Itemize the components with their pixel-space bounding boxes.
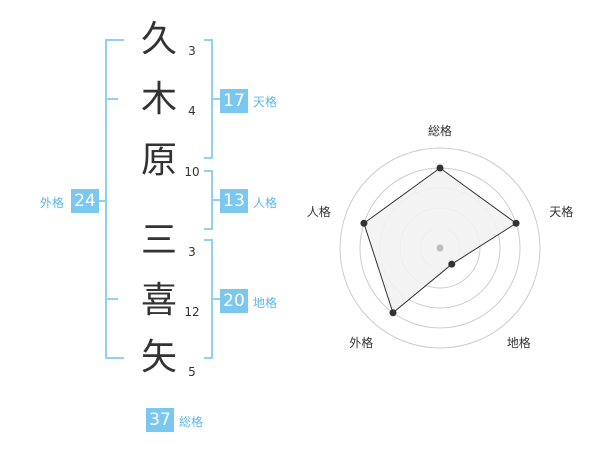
radar-axis-label-2: 天格 bbox=[549, 204, 574, 219]
gaikaku-value: 24 bbox=[71, 189, 99, 213]
name-char-6: 矢 bbox=[140, 337, 177, 378]
gaikaku-label: 外格 bbox=[40, 196, 65, 210]
name-char-2: 木 bbox=[140, 79, 177, 120]
name-char-1: 久 bbox=[140, 19, 177, 60]
name-char-3: 原 bbox=[140, 140, 177, 181]
stroke-count-6: 5 bbox=[188, 365, 196, 379]
stroke-count-2: 4 bbox=[188, 104, 196, 118]
radar-point-3 bbox=[448, 260, 456, 268]
jinkaku-bracket bbox=[204, 170, 220, 230]
soukaku-label: 総格 bbox=[179, 415, 204, 429]
radar-point-4 bbox=[389, 309, 397, 317]
soukaku-value: 37 bbox=[146, 408, 174, 432]
radar-axis-label-5: 人格 bbox=[306, 204, 331, 219]
tenkaku-value: 17 bbox=[220, 89, 248, 113]
stroke-count-1: 3 bbox=[188, 44, 196, 58]
jinkaku-value: 13 bbox=[220, 189, 248, 213]
chikaku-bracket bbox=[204, 239, 220, 359]
radar-data-polygon bbox=[363, 167, 517, 314]
chikaku-label: 地格 bbox=[253, 296, 278, 310]
stroke-count-4: 3 bbox=[188, 245, 196, 259]
radar-axis-label-4: 外格 bbox=[349, 335, 374, 350]
tenkaku-bracket bbox=[204, 39, 220, 159]
tenkaku-label: 天格 bbox=[253, 95, 278, 109]
radar-axis-label-1: 総格 bbox=[427, 124, 452, 138]
radar-point-1 bbox=[436, 164, 444, 172]
stroke-count-5: 12 bbox=[184, 305, 200, 319]
name-char-5: 喜 bbox=[140, 280, 177, 321]
radar-center-point bbox=[436, 244, 444, 252]
name-char-4: 三 bbox=[140, 220, 177, 261]
radar-point-2 bbox=[512, 219, 520, 227]
stroke-count-3: 10 bbox=[184, 165, 200, 179]
jinkaku-label: 人格 bbox=[253, 196, 278, 210]
radar-point-5 bbox=[360, 219, 368, 227]
chikaku-value: 20 bbox=[220, 289, 248, 313]
radar-axis-label-3: 地格 bbox=[506, 335, 531, 350]
